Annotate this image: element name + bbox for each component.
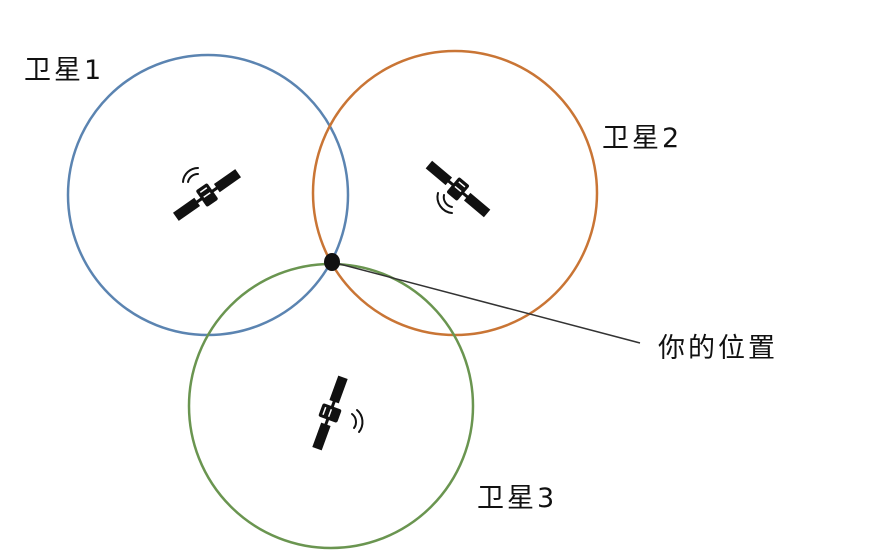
satellite-icon xyxy=(169,164,245,226)
signal-waves-icon xyxy=(436,192,453,214)
your-position-label: 你的位置 xyxy=(658,333,778,364)
satellite-icon xyxy=(421,156,495,222)
satellite-3-label: 卫星3 xyxy=(477,483,557,514)
satellite-icon xyxy=(306,373,354,453)
satellite-1-label: 卫星1 xyxy=(24,55,104,86)
satellite-2-label: 卫星2 xyxy=(602,123,682,154)
position-dot-icon xyxy=(324,253,340,271)
signal-waves-icon xyxy=(351,409,364,433)
position-pointer-line xyxy=(331,261,641,344)
signal-waves-icon xyxy=(182,166,199,183)
